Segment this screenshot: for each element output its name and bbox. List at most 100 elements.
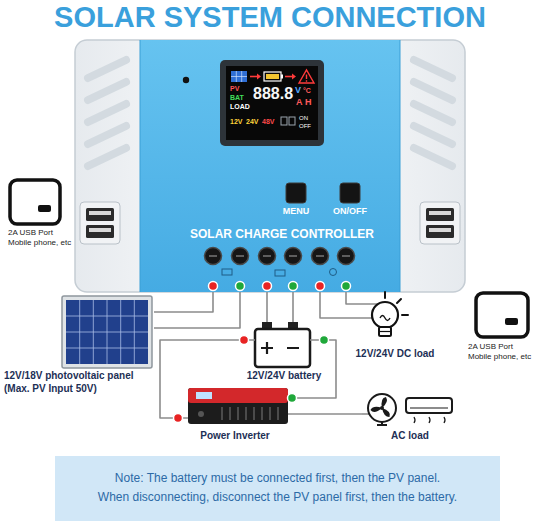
controller-housing — [140, 40, 400, 292]
component-caption: 12V/24V battery — [244, 370, 324, 382]
phone-icon — [38, 205, 51, 212]
lcd-display — [231, 71, 247, 82]
usb-ports — [429, 211, 451, 215]
terminal-dots — [174, 282, 351, 423]
lcd-display — [231, 71, 247, 82]
inverter-icon — [198, 411, 204, 417]
inverter-node: Power Inverter — [178, 384, 292, 442]
usb-ports — [86, 208, 114, 221]
ac-load-icon — [406, 398, 452, 413]
button-node: ON/OFF — [328, 183, 372, 217]
lcd-readout: 12V — [230, 118, 242, 125]
solar-panel-icon — [62, 296, 152, 368]
button-label: MENU — [276, 207, 316, 217]
controller-housing — [75, 40, 465, 292]
inverter-icon — [196, 392, 212, 399]
lcd-display — [220, 60, 324, 146]
phone-icon — [505, 318, 518, 325]
usb-ports — [86, 225, 114, 238]
inverter-icon — [188, 388, 288, 424]
wire-connector — [266, 292, 268, 322]
note-box: Note: The battery must be connected firs… — [55, 456, 500, 521]
lcd-display — [289, 117, 295, 125]
terminal-screws — [205, 248, 355, 265]
device-caption: 2A USB Port Mobile phone, etc — [468, 342, 534, 362]
lcd-readout: °C — [303, 87, 311, 94]
usb-ports — [89, 211, 111, 215]
indicator-led — [183, 77, 189, 83]
vent-slots — [88, 82, 126, 100]
ac-load-icon — [380, 406, 384, 410]
bulb-icon — [385, 292, 408, 315]
lcd-display — [281, 117, 287, 125]
lcd-readout: ON — [299, 115, 308, 121]
terminal-dots — [289, 282, 298, 291]
component-caption: 12V/18V photovoltaic panel (Max. PV Inpu… — [4, 370, 154, 395]
lcd-readout: LOAD — [230, 103, 250, 110]
vent-slots — [88, 60, 452, 166]
usb-ports — [89, 228, 111, 232]
dc-load-node: 12V/24V DC load — [352, 290, 438, 360]
terminal-symbols — [275, 270, 285, 276]
lcd-readout: OFF — [299, 123, 311, 129]
lcd-readout: BAT — [230, 94, 244, 101]
battery-icon — [244, 322, 324, 367]
usb-ports — [426, 225, 454, 238]
note-text: Note: The battery must be connected firs… — [55, 469, 500, 488]
battery-node: 12V/24V battery — [244, 322, 324, 382]
terminal-dots — [342, 282, 351, 291]
lcd-readout: A — [296, 98, 303, 107]
pv-panel-node: 12V/18V photovoltaic panel (Max. PV Inpu… — [4, 294, 154, 395]
component-caption: AC load — [362, 430, 458, 442]
lcd-readout: H — [305, 98, 312, 107]
usb-ports — [429, 228, 451, 232]
wire-connector — [292, 413, 362, 415]
ac-load-icon — [368, 394, 396, 422]
vent-slots — [414, 148, 452, 166]
controller-housing — [75, 40, 465, 292]
terminal-symbols — [330, 269, 337, 276]
battery-icon — [244, 339, 324, 341]
terminal-symbols — [222, 269, 337, 277]
lcd-readout: V — [295, 86, 301, 95]
lcd-readout: PV — [230, 85, 239, 92]
terminal-dots — [316, 282, 325, 291]
note-text: When disconnecting, disconnect the PV pa… — [55, 488, 500, 507]
push-buttons — [286, 183, 306, 203]
controller-label: SOLAR CHARGE CONTROLLER — [182, 228, 382, 240]
terminal-dots — [320, 336, 329, 345]
usb-ports — [420, 202, 460, 244]
bulb-icon — [352, 292, 408, 336]
inverter-icon — [222, 407, 278, 420]
push-buttons — [286, 183, 360, 203]
device-caption: 2A USB Port Mobile phone, etc — [8, 228, 74, 248]
phone-icon — [476, 293, 528, 337]
phone-icon — [10, 180, 60, 224]
usb-ports — [80, 202, 120, 244]
terminal-dots — [288, 394, 297, 403]
lcd-display — [266, 74, 279, 79]
lcd-display — [281, 75, 283, 79]
terminal-dots — [209, 282, 218, 291]
terminal-dots — [263, 282, 272, 291]
terminal-dots — [174, 414, 183, 423]
vent-slots — [88, 60, 126, 78]
inverter-icon — [188, 388, 288, 403]
component-caption: Power Inverter — [178, 430, 292, 442]
lcd-display — [299, 70, 314, 83]
bulb-icon — [380, 331, 390, 332]
lcd-display — [306, 75, 307, 82]
wire-connector — [320, 292, 352, 318]
lcd-display — [264, 72, 281, 81]
usb-ports — [80, 202, 460, 244]
ac-load-icon — [362, 394, 452, 425]
lcd-display — [250, 76, 257, 78]
controller-node: SOLAR CHARGE CONTROLLERPVBATLOAD888.8V°C… — [75, 40, 465, 292]
terminal-symbols — [222, 269, 232, 275]
lcd-display — [292, 74, 296, 80]
wire-connector — [154, 292, 240, 328]
vent-slots — [88, 126, 126, 144]
